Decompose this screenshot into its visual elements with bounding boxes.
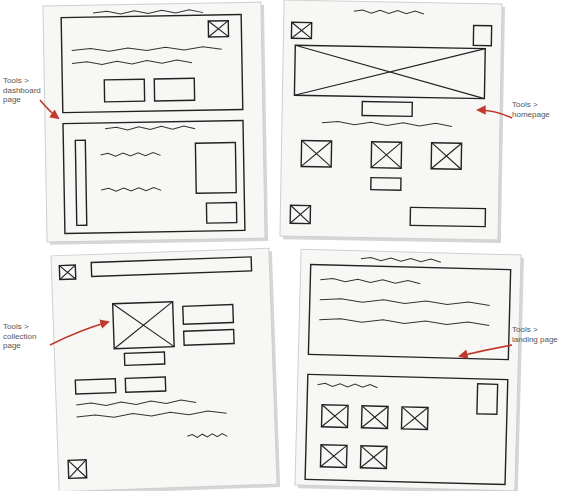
image-placeholder <box>290 205 310 223</box>
leader-arrow <box>460 345 512 356</box>
image-cross <box>401 407 428 430</box>
scribble-text <box>76 399 196 406</box>
sketch-sheet <box>280 0 505 243</box>
paper-sheet <box>43 2 265 242</box>
image-placeholder <box>401 407 428 430</box>
image-cross <box>113 302 175 349</box>
image-placeholder <box>113 302 175 349</box>
image-cross <box>291 22 311 38</box>
callout-label: Tools > dashboard page <box>3 76 49 105</box>
sketch-box <box>63 120 245 233</box>
sketch-box <box>125 377 165 392</box>
image-placeholder <box>371 142 401 169</box>
callout-label: Tools > homepage <box>512 100 558 119</box>
scribble-text <box>93 10 203 15</box>
image-placeholder <box>208 21 228 37</box>
image-cross <box>301 140 331 167</box>
image-cross <box>360 446 387 469</box>
image-placeholder <box>360 446 387 469</box>
sketch-box <box>124 352 164 365</box>
sketch-box <box>183 305 234 325</box>
sketch-sheet <box>295 249 524 491</box>
image-cross <box>294 45 485 98</box>
image-placeholder <box>361 406 388 429</box>
sketch-box <box>61 14 243 112</box>
image-placeholder <box>301 140 331 167</box>
scribble-text <box>77 410 227 418</box>
sketch-sheet <box>51 248 280 491</box>
sketch-box <box>305 374 508 484</box>
image-placeholder <box>321 405 348 428</box>
callout-label: Tools > collection page <box>3 322 49 351</box>
scribble-text <box>101 187 161 191</box>
scribble-text <box>187 433 227 437</box>
sketch-box <box>91 257 251 277</box>
scribble-text <box>320 278 420 284</box>
image-cross <box>320 445 347 468</box>
image-cross <box>431 143 461 170</box>
image-cross <box>371 142 401 169</box>
image-placeholder <box>68 460 87 479</box>
callout-label: Tools > landing page <box>512 325 558 344</box>
scribble-text <box>354 10 424 14</box>
scribble-text <box>319 318 489 325</box>
image-cross <box>290 205 310 223</box>
image-cross <box>59 265 75 280</box>
scribble-text <box>361 257 441 262</box>
scribble-text <box>322 121 452 126</box>
paper-sheet <box>295 249 521 491</box>
sketch-box <box>362 101 412 116</box>
sketch-sheet <box>43 2 268 245</box>
image-placeholder <box>59 265 75 280</box>
sketch-box <box>308 264 510 359</box>
image-cross <box>321 405 348 428</box>
image-placeholder <box>291 22 311 38</box>
image-cross <box>68 460 87 479</box>
leader-arrow <box>478 110 512 118</box>
sketch-box <box>206 203 236 224</box>
image-placeholder <box>431 143 461 170</box>
sketch-box <box>184 330 234 346</box>
image-placeholder <box>320 445 347 468</box>
image-placeholder <box>294 45 485 98</box>
button-sketch <box>410 207 485 226</box>
paper-sheet <box>51 248 277 491</box>
leader-arrow <box>50 322 108 345</box>
scribble-text <box>318 383 378 388</box>
sketch-box <box>75 379 115 394</box>
scroll-bar <box>75 140 86 225</box>
sketch-box <box>371 178 401 191</box>
image-cross <box>208 21 228 37</box>
scroll-bar <box>477 384 498 415</box>
scribble-text <box>72 46 222 52</box>
scribble-text <box>105 126 195 131</box>
leader-arrow <box>40 100 58 118</box>
sketch-box <box>104 79 144 102</box>
scribble-text <box>72 60 192 65</box>
scribble-text <box>101 152 161 156</box>
scribble-text <box>320 298 490 305</box>
sketch-box <box>195 143 236 194</box>
sketch-box <box>473 25 491 45</box>
sketch-box <box>154 78 194 101</box>
paper-sheet <box>280 0 502 240</box>
image-cross <box>361 406 388 429</box>
